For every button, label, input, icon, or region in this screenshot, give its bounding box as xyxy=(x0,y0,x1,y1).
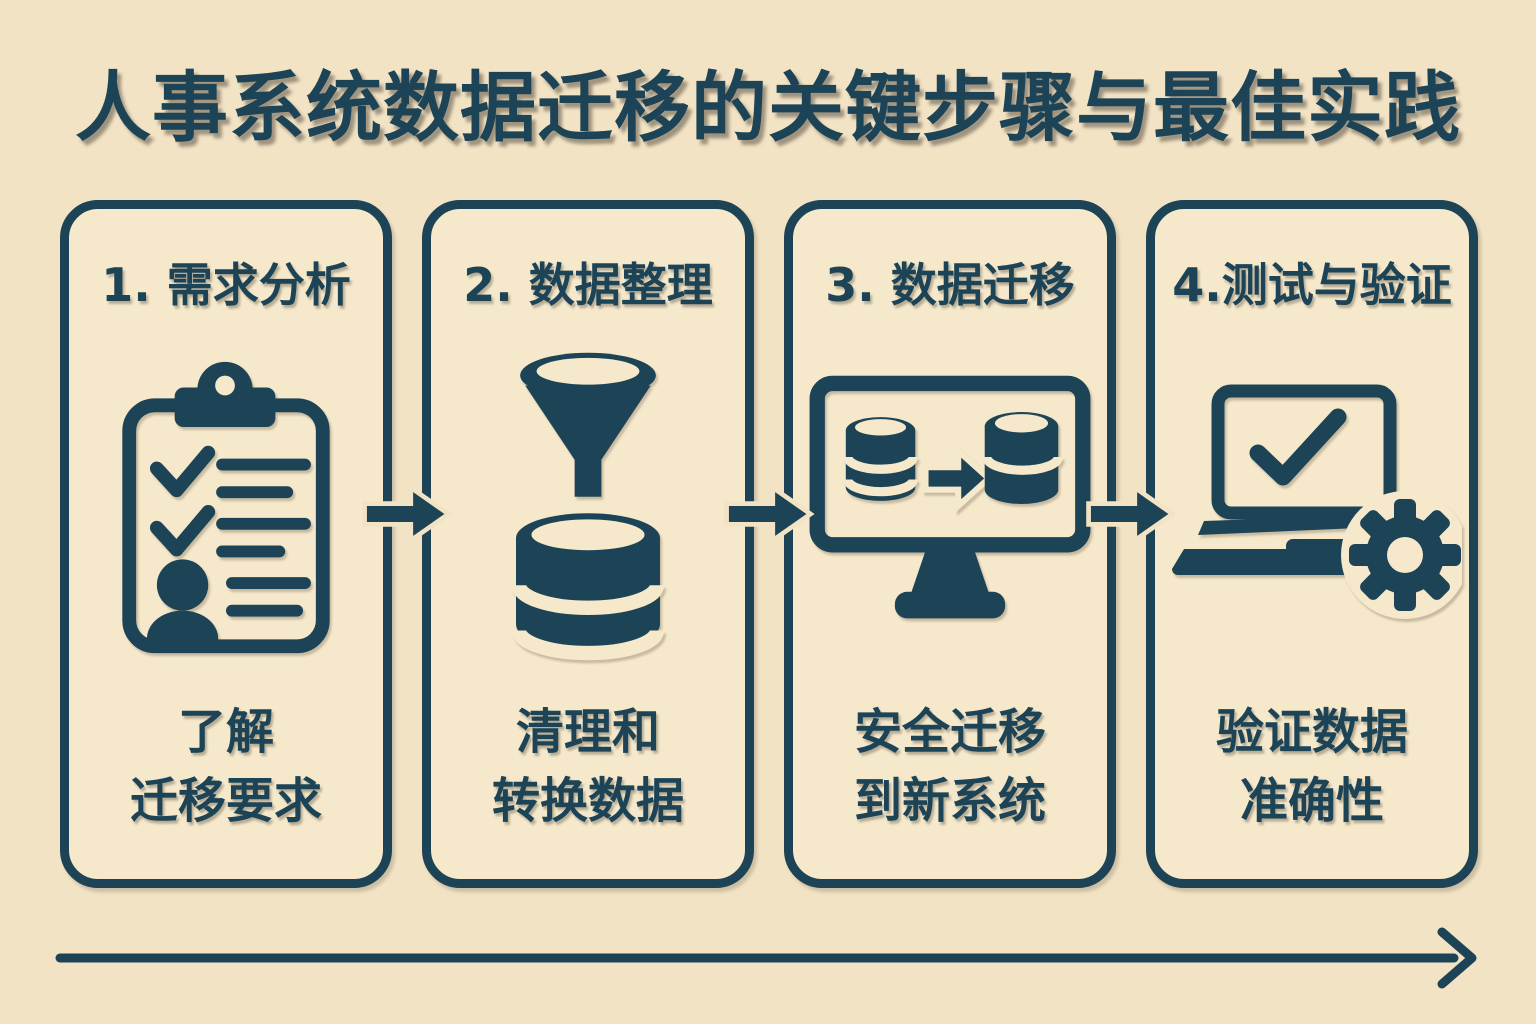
step-card-testing-verification: 4.测试与验证 xyxy=(1146,200,1478,888)
step-1-heading: 1. 需求分析 xyxy=(101,258,351,312)
right-arrow-icon xyxy=(1086,483,1177,545)
funnel-database-icon xyxy=(431,315,745,698)
step-card-data-migration: 3. 数据迁移 安全迁移 到新系统 xyxy=(784,200,1116,888)
step-card-requirements-analysis: 1. 需求分析 了解 迁移要求 xyxy=(60,200,392,888)
step-4-heading: 4.测试与验证 xyxy=(1172,258,1452,312)
page-title: 人事系统数据迁移的关键步骤与最佳实践 xyxy=(75,63,1461,152)
laptop-check-gear-icon xyxy=(1155,315,1469,698)
long-right-arrow-icon xyxy=(55,927,1477,989)
right-arrow-icon xyxy=(724,483,815,545)
step-4-caption: 验证数据 准确性 xyxy=(1215,703,1408,830)
clipboard-checklist-icon xyxy=(69,315,383,698)
steps-row: 1. 需求分析 了解 迁移要求 2. 数据整理 xyxy=(60,200,1478,888)
step-card-data-organization: 2. 数据整理 清理和 转换数据 xyxy=(422,200,754,888)
step-1-caption: 了解 迁移要求 xyxy=(129,703,322,830)
right-arrow-icon xyxy=(362,483,453,545)
step-3-caption: 安全迁移 到新系统 xyxy=(853,703,1046,830)
step-2-heading: 2. 数据整理 xyxy=(463,258,713,312)
monitor-database-transfer-icon xyxy=(793,315,1107,698)
step-2-caption: 清理和 转换数据 xyxy=(491,703,684,830)
step-3-heading: 3. 数据迁移 xyxy=(825,258,1075,312)
